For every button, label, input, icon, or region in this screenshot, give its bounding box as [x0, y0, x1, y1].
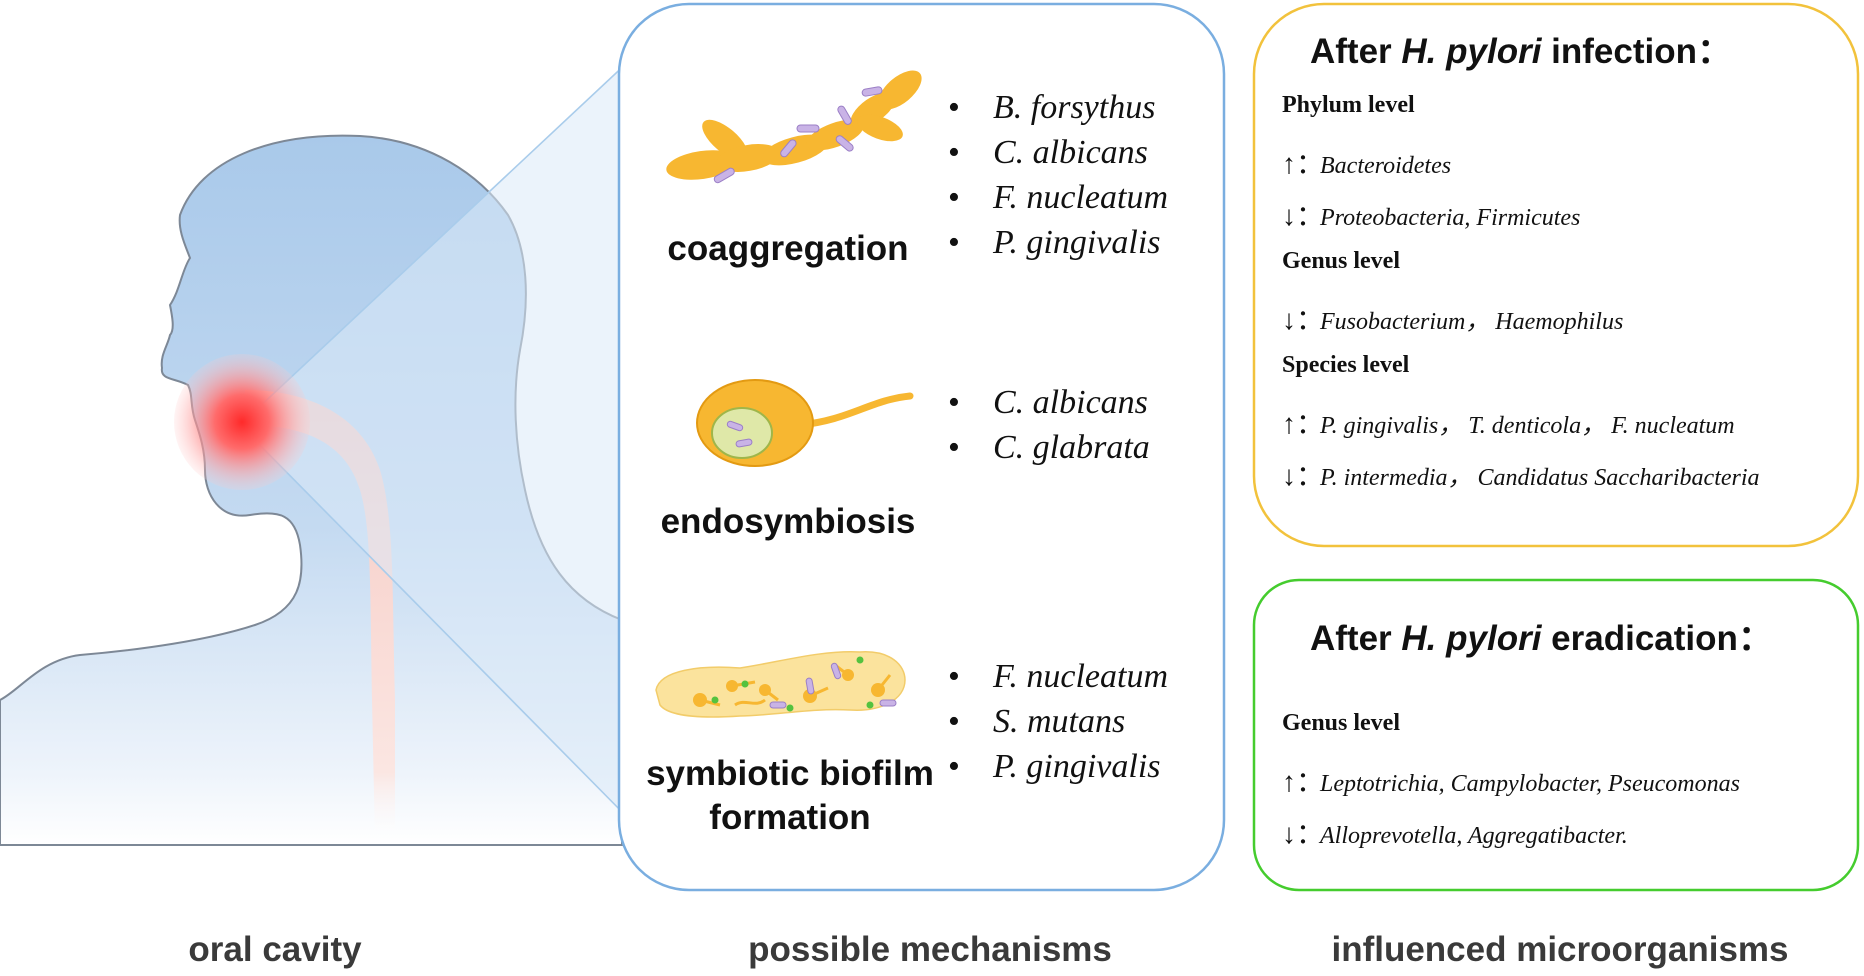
title-text: infection：	[1541, 32, 1732, 71]
eradication-panel-title: After H. pylori eradication：	[1310, 610, 1773, 661]
taxa-text: P. intermedia， Candidatus Saccharibacter…	[1320, 465, 1760, 491]
change-row: ↓：P. intermedia， Candidatus Saccharibact…	[1282, 454, 1760, 494]
change-row: ↑：Leptotrichia, Campylobacter, Pseucomon…	[1282, 760, 1740, 800]
mechanism-label-coaggregation: coaggregation	[667, 229, 909, 268]
taxa-text: Alloprevotella, Aggregatibacter.	[1320, 823, 1628, 849]
title-text: eradication：	[1541, 619, 1773, 658]
zoom-line-top	[239, 59, 631, 426]
mechanism-label-endosymbiosis: endosymbiosis	[660, 502, 916, 541]
change-row: ↓：Proteobacteria, Firmicutes	[1282, 194, 1580, 234]
species-item: S. mutans	[948, 699, 1168, 744]
level-heading-phylum: Phylum level	[1282, 92, 1415, 118]
footer-label-mechanisms: possible mechanisms	[748, 930, 1112, 969]
zoom-cone	[240, 60, 630, 820]
title-organism: H. pylori	[1401, 619, 1542, 658]
coaggregation-illustration	[666, 70, 922, 184]
decrease-arrow-icon: ↓：	[1282, 305, 1325, 336]
level-heading-genus: Genus level	[1282, 248, 1400, 274]
increase-arrow-icon: ↑：	[1282, 767, 1325, 798]
increase-arrow-icon: ↑：	[1282, 149, 1325, 180]
taxa-text: Fusobacterium， Haemophilus	[1320, 309, 1624, 335]
level-heading-species: Species level	[1282, 352, 1410, 378]
mechanism-label-biofilm: symbiotic biofilm formation	[646, 754, 934, 837]
eradication-panel-border	[1252, 578, 1860, 892]
infection-panel-title: After H. pylori infection：	[1310, 23, 1732, 74]
biofilm-illustration	[655, 651, 906, 718]
decrease-arrow-icon: ↓：	[1282, 461, 1325, 492]
zoom-line-bottom	[239, 424, 631, 821]
esophagus	[245, 390, 395, 840]
level-heading-genus: Genus level	[1282, 710, 1400, 736]
species-list-endosymbiosis: C. albicans C. glabrata	[948, 380, 1150, 470]
species-item: P. gingivalis	[948, 220, 1168, 265]
footer-label-microorganisms: influenced microorganisms	[1331, 930, 1789, 969]
footer-label-oral-cavity: oral cavity	[188, 930, 362, 969]
title-text: After	[1310, 619, 1402, 658]
taxa-text: Proteobacteria, Firmicutes	[1320, 205, 1581, 231]
increase-arrow-icon: ↑：	[1282, 409, 1325, 440]
taxa-text: P. gingivalis， T. denticola， F. nucleatu…	[1320, 413, 1735, 439]
species-item: C. glabrata	[948, 425, 1150, 470]
infection-panel-border	[1252, 2, 1860, 548]
decrease-arrow-icon: ↓：	[1282, 819, 1325, 850]
endosymbiosis-illustration	[696, 379, 914, 467]
change-row: ↑：Bacteroidetes	[1282, 142, 1451, 182]
species-item: F. nucleatum	[948, 654, 1168, 699]
species-list-coaggregation: B. forsythus C. albicans F. nucleatum P.…	[948, 85, 1168, 265]
taxa-text: Leptotrichia, Campylobacter, Pseucomonas	[1320, 771, 1740, 797]
species-item: C. albicans	[948, 130, 1168, 175]
species-list-biofilm: F. nucleatum S. mutans P. gingivalis	[948, 654, 1168, 789]
taxa-text: Bacteroidetes	[1320, 153, 1452, 179]
change-row: ↓：Fusobacterium， Haemophilus	[1282, 298, 1623, 338]
title-text: After	[1310, 32, 1402, 71]
oral-inflammation-glow	[174, 354, 310, 490]
title-organism: H. pylori	[1401, 32, 1542, 71]
change-row: ↑：P. gingivalis， T. denticola， F. nuclea…	[1282, 402, 1735, 442]
decrease-arrow-icon: ↓：	[1282, 201, 1325, 232]
species-item: C. albicans	[948, 380, 1150, 425]
species-item: F. nucleatum	[948, 175, 1168, 220]
species-item: P. gingivalis	[948, 744, 1168, 789]
species-item: B. forsythus	[948, 85, 1168, 130]
change-row: ↓：Alloprevotella, Aggregatibacter.	[1282, 812, 1628, 852]
